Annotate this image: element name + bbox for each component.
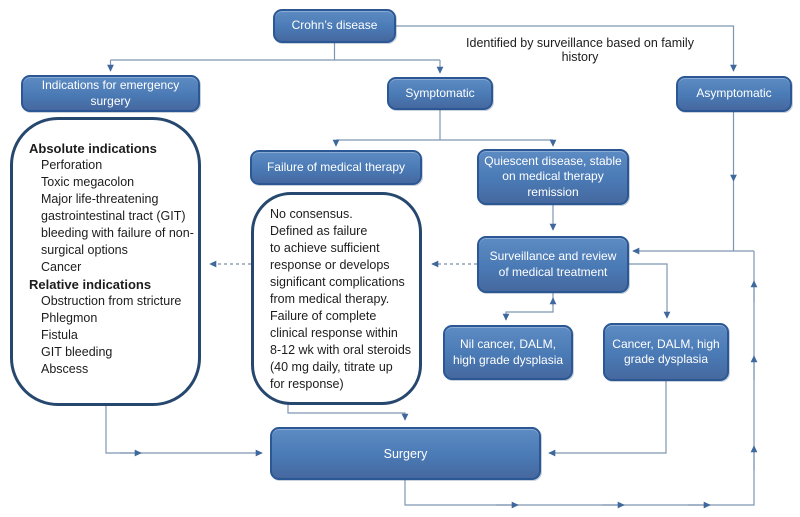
node-surveillance-review-label: Surveillance and review of medical treat… (489, 249, 617, 279)
panel-line: gastrointestinal tract (GIT) (41, 209, 186, 223)
panel-line: Defined as failure (270, 224, 368, 238)
panel-line: surgical options (41, 243, 128, 257)
panel-line: from medical therapy. (270, 292, 390, 306)
connector-cancer-to-surgery (548, 381, 667, 457)
node-crohns-disease-label: Crohn’s disease (291, 18, 378, 33)
node-symptomatic: Symptomatic (387, 77, 493, 110)
panel-line: response or develops (270, 258, 390, 272)
node-symptomatic-label: Symptomatic (405, 85, 475, 100)
panel-line: GIT bleeding (41, 345, 113, 359)
panel-line: Cancer (41, 260, 82, 274)
node-nil-cancer-dalm: Nil cancer, DALM, high grade dysplasia (443, 325, 573, 380)
node-surgery-label: Surgery (383, 446, 428, 461)
node-emergency-indications-label: Indications for emergency surgery (41, 78, 180, 108)
panel-line: Phlegmon (41, 311, 98, 325)
panel-line: Fistula (41, 328, 78, 342)
node-asymptomatic-label: Asymptomatic (696, 86, 772, 101)
node-failure-of-medical-therapy: Failure of medical therapy (250, 150, 422, 185)
connector-indications-to-surgery (105, 406, 263, 457)
node-nil-cancer-dalm-label: Nil cancer, DALM, high grade dysplasia (452, 337, 564, 367)
node-failure-of-medical-therapy-label: Failure of medical therapy (266, 159, 406, 174)
panel-line: Relative indications (29, 277, 152, 292)
panel-line: bleeding with failure of non- (41, 226, 194, 240)
node-cancer-dalm-label: Cancer, DALM, high grade dysplasia (612, 336, 720, 366)
surveillance-annotation-label: Identified by surveillance based on fami… (466, 36, 694, 64)
connector-surveillance-to-cancer (629, 263, 671, 319)
panel-line: Obstruction from stricture (41, 294, 182, 308)
node-surgery: Surgery (270, 427, 541, 480)
connector-crohns-branch (110, 43, 440, 61)
connector-symptomatic-split (336, 110, 553, 141)
connector-consensus-to-surgery (287, 405, 409, 421)
panel-line: No consensus. (270, 207, 353, 221)
panel-line: Toxic megacolon (41, 175, 135, 189)
connector-surveillance-to-nil (502, 293, 554, 321)
panel-line: clinical response within (270, 326, 398, 340)
panel-line: for response) (270, 377, 344, 391)
panel-line: significant complications (270, 275, 405, 289)
panel-line: to achieve sufficient (270, 241, 380, 255)
consensus-definition-panel: No consensus. Defined as failure to achiev… (251, 192, 422, 405)
node-quiescent-disease-label: Quiescent disease, stable on medical the… (484, 153, 622, 199)
panel-line: Failure of complete (270, 309, 377, 323)
node-quiescent-disease: Quiescent disease, stable on medical the… (477, 149, 629, 205)
node-asymptomatic: Asymptomatic (676, 76, 792, 112)
node-cancer-dalm: Cancer, DALM, high grade dysplasia (603, 323, 729, 381)
node-crohns-disease: Crohn’s disease (273, 9, 396, 43)
node-emergency-indications: Indications for emergency surgery (21, 75, 200, 112)
panel-line: (40 mg daily, titrate up (270, 360, 393, 374)
panel-line: Absolute indications (29, 141, 157, 156)
node-surveillance-review: Surveillance and review of medical treat… (477, 236, 629, 293)
panel-line: Perforation (41, 158, 103, 172)
panel-line: Major life-threatening (41, 192, 159, 206)
panel-line: 8-12 wk with oral steroids (270, 343, 412, 357)
panel-line: Abscess (41, 362, 89, 376)
